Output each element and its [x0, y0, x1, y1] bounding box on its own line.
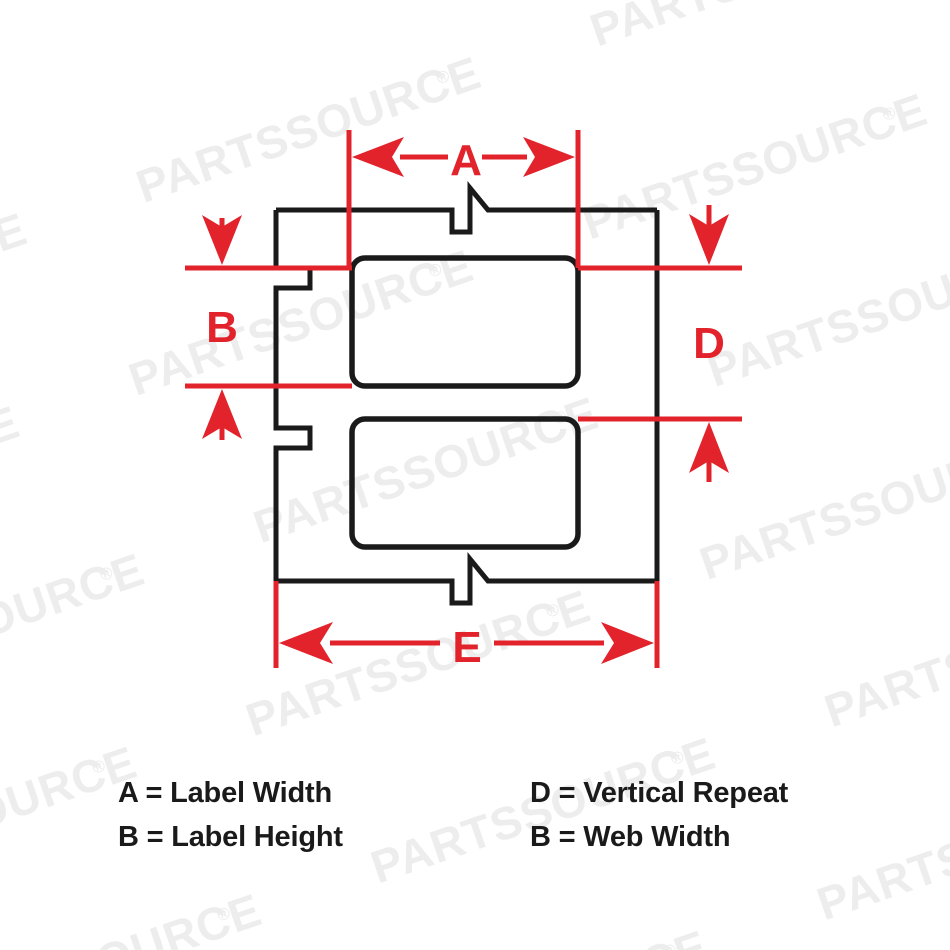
legend-item-b-web-width: B = Web Width: [530, 821, 731, 853]
label-rect-upper: [349, 255, 581, 389]
dimension-lines: [185, 130, 742, 668]
label-rect-lower: [349, 416, 581, 550]
legend-row: A = Label Width D = Vertical Repeat: [0, 776, 950, 810]
dimension-label-a: A: [450, 136, 482, 185]
dim-e-arrowhead-right: [601, 622, 654, 664]
dim-b-arrowhead-top: [202, 215, 242, 265]
legend: A = Label Width D = Vertical Repeat B = …: [0, 776, 950, 854]
liner-bottom-edge-with-break: [276, 551, 657, 606]
dim-a-arrowhead-left: [352, 137, 404, 177]
liner-outline: [273, 180, 660, 606]
dim-b-arrowhead-bottom: [202, 389, 242, 439]
legend-row: B = Label Height B = Web Width: [0, 820, 950, 854]
legend-item-a-label-width: A = Label Width: [118, 777, 332, 809]
legend-item-d-vertical-repeat: D = Vertical Repeat: [530, 777, 789, 809]
dimension-label-d: D: [693, 319, 725, 368]
dim-d-arrowhead-bottom: [689, 422, 729, 473]
dimension-label-b: B: [206, 303, 238, 352]
dim-e-arrowhead-left: [279, 622, 333, 664]
legend-item-b-label-height: B = Label Height: [118, 821, 343, 853]
dimension-label-e: E: [452, 623, 481, 672]
dim-a-arrowhead-right: [523, 137, 575, 177]
dim-d-arrowhead-top: [689, 214, 729, 265]
liner-top-edge-with-break: [276, 180, 657, 235]
